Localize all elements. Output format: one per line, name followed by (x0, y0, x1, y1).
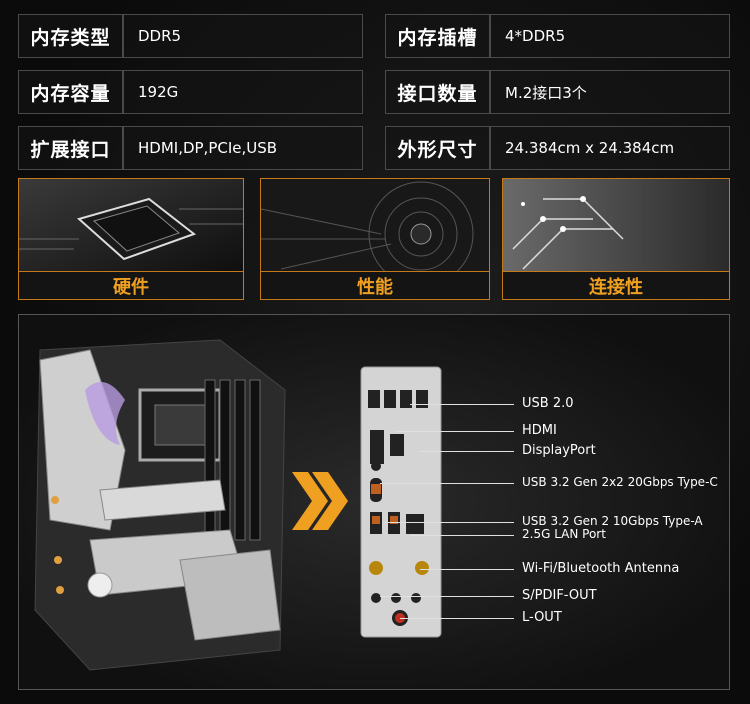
port-label-displayport: DisplayPort (522, 443, 596, 458)
spec-value: DDR5 (123, 14, 363, 58)
spec-value: 4*DDR5 (490, 14, 730, 58)
port-label-lan: 2.5G LAN Port (522, 527, 606, 541)
port-label-usb2: USB 2.0 (522, 396, 574, 411)
tech-circle-icon (261, 179, 489, 287)
feature-tile-hardware: 硬件 (18, 178, 244, 300)
port-label-antenna: Wi-Fi/Bluetooth Antenna (522, 561, 680, 576)
leader-line (410, 535, 514, 536)
spec-label: 接口数量 (385, 70, 490, 114)
spec-row-2: 内存容量 192G 接口数量 M.2接口3个 (18, 70, 730, 114)
leader-line (400, 618, 514, 619)
leader-line (420, 569, 514, 570)
io-shield-image (360, 366, 442, 638)
spec-label: 内存插槽 (385, 14, 490, 58)
spec-value: 192G (123, 70, 363, 114)
port-label-usb-typec: USB 3.2 Gen 2x2 20Gbps Type-C (522, 475, 718, 489)
port-label-spdif: S/PDIF-OUT (522, 588, 597, 603)
spec-value: M.2接口3个 (490, 70, 730, 114)
leader-line (395, 431, 514, 432)
spec-row-3: 扩展接口 HDMI,DP,PCIe,USB 外形尺寸 24.384cm x 24… (18, 126, 730, 170)
feature-tile-performance: 性能 (260, 178, 490, 300)
spec-label: 扩展接口 (18, 126, 123, 170)
chevron-right-icon (292, 472, 348, 530)
spec-value: 24.384cm x 24.384cm (490, 126, 730, 170)
port-label-usb-typea: USB 3.2 Gen 2 10Gbps Type-A (522, 514, 703, 528)
leader-line (420, 451, 514, 452)
spec-label: 内存容量 (18, 70, 123, 114)
feature-caption: 硬件 (19, 271, 243, 299)
spec-label: 内存类型 (18, 14, 123, 58)
leader-line (410, 404, 514, 405)
port-label-hdmi: HDMI (522, 423, 557, 438)
port-label-lout: L-OUT (522, 610, 562, 625)
spec-value: HDMI,DP,PCIe,USB (123, 126, 363, 170)
spec-row-1: 内存类型 DDR5 内存插槽 4*DDR5 (18, 14, 730, 58)
leader-line (380, 596, 514, 597)
circuit-icon (503, 179, 729, 273)
feature-caption: 连接性 (503, 271, 729, 299)
chip-icon (19, 179, 243, 273)
motherboard-image (34, 339, 286, 671)
leader-line (380, 483, 514, 484)
feature-caption: 性能 (261, 271, 489, 299)
feature-tile-connectivity: 连接性 (502, 178, 730, 300)
spec-label: 外形尺寸 (385, 126, 490, 170)
leader-line (385, 522, 514, 523)
